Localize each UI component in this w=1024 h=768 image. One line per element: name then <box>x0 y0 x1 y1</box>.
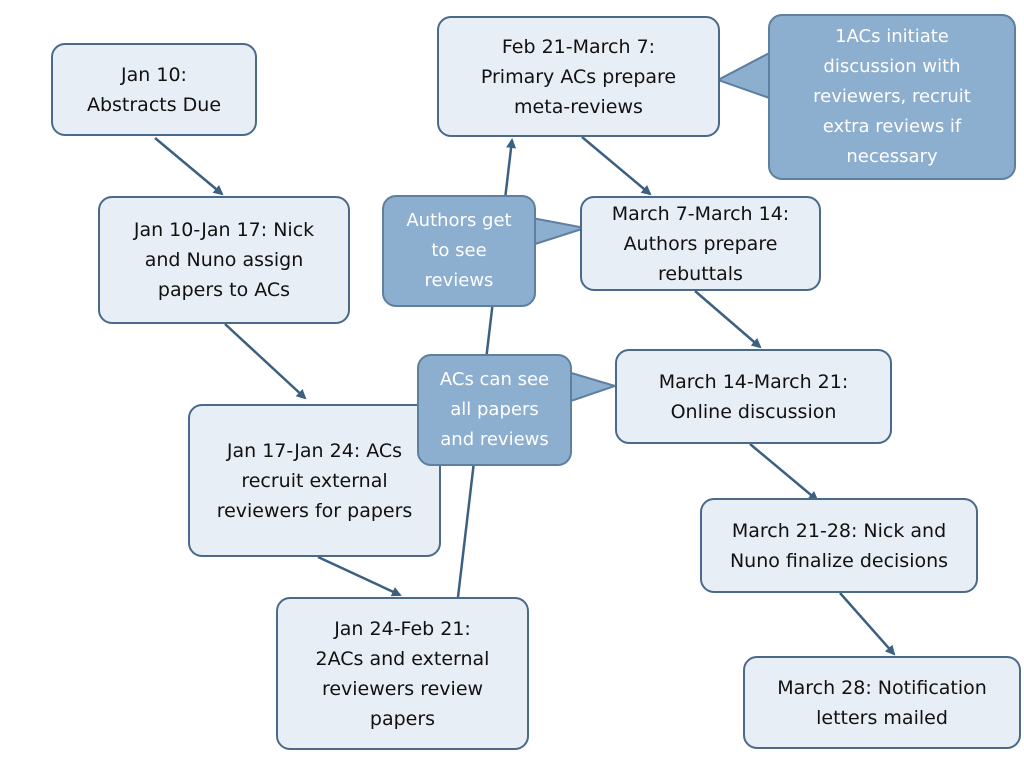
box-abstracts-due-text: Jan 10: Abstracts Due <box>86 63 222 116</box>
callout-acs-initiate-discussion: 1ACs initiate discussion with reviewers,… <box>768 14 1016 180</box>
box-assign-papers: Jan 10-Jan 17: Nick and Nuno assign pape… <box>98 196 350 324</box>
callout-authors-see-reviews-text: Authors get to see reviews <box>406 210 512 291</box>
box-rebuttals-text: March 7-March 14: Authors prepare rebutt… <box>611 202 790 285</box>
box-notification-text: March 28: Notification letters mailed <box>777 676 987 729</box>
box-meta-reviews: Feb 21-March 7: Primary ACs prepare meta… <box>437 16 720 137</box>
box-rebuttals: March 7-March 14: Authors prepare rebutt… <box>580 196 821 291</box>
box-finalize-decisions-text: March 21-28: Nick and Nuno finalize deci… <box>729 519 949 572</box>
callout-pointer-initiate <box>715 48 776 102</box>
box-recruit-reviewers-text: Jan 17-Jan 24: ACs recruit external revi… <box>216 439 413 522</box>
arrow-rebuttals-to-discussion <box>694 290 762 349</box>
arrow-abstracts-to-assign <box>154 137 224 196</box>
box-assign-papers-text: Jan 10-Jan 17: Nick and Nuno assign pape… <box>133 219 315 301</box>
callout-pointer-acs <box>567 370 619 404</box>
arrow-finalize-to-notification <box>839 592 896 656</box>
arrow-discussion-to-finalize <box>749 443 819 502</box>
callout-pointer-authors <box>531 216 586 247</box>
callout-acs-see-papers: ACs can see all papers and reviews <box>417 354 572 466</box>
box-recruit-reviewers: Jan 17-Jan 24: ACs recruit external revi… <box>188 404 441 557</box>
box-online-discussion: March 14-March 21: Online discussion <box>615 349 892 444</box>
callout-acs-see-papers-text: ACs can see all papers and reviews <box>439 369 550 450</box>
arrow-assign-to-recruit <box>224 323 307 400</box>
box-abstracts-due: Jan 10: Abstracts Due <box>51 43 257 136</box>
box-meta-reviews-text: Feb 21-March 7: Primary ACs prepare meta… <box>480 35 677 118</box>
box-finalize-decisions: March 21-28: Nick and Nuno finalize deci… <box>700 498 978 593</box>
arrow-meta-to-rebuttals <box>581 136 652 196</box>
box-online-discussion-text: March 14-March 21: Online discussion <box>658 370 849 423</box>
arrow-recruit-to-review <box>317 555 402 597</box>
box-review-papers: Jan 24-Feb 21: 2ACs and external reviewe… <box>276 597 529 750</box>
callout-authors-see-reviews: Authors get to see reviews <box>382 195 536 307</box>
box-review-papers-text: Jan 24-Feb 21: 2ACs and external reviewe… <box>315 617 490 730</box>
callout-acs-initiate-discussion-text: 1ACs initiate discussion with reviewers,… <box>813 26 971 167</box>
box-notification: March 28: Notification letters mailed <box>743 656 1021 749</box>
